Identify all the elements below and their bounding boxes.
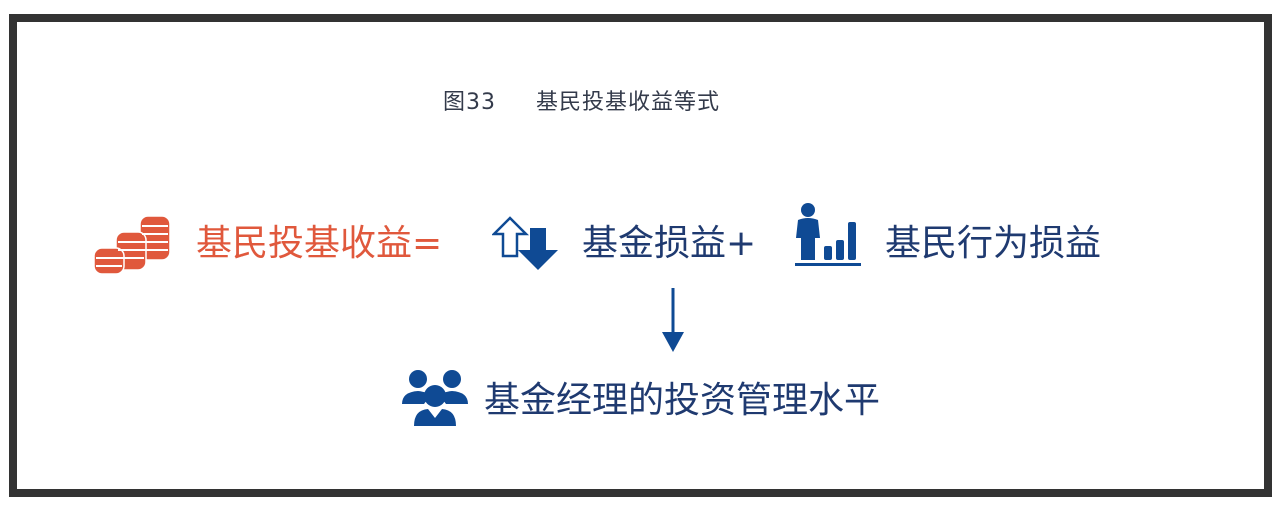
manager-skill-term: 基金经理的投资管理水平 [484, 362, 880, 432]
fund-return-label: 基金损益+ [582, 223, 757, 264]
behavior-return-term: 基民行为损益 [885, 205, 1101, 275]
arrow-down-icon [662, 288, 684, 352]
coins-stack-icon [93, 215, 171, 275]
team-icon [402, 370, 468, 426]
behavior-return-label: 基民行为损益 [885, 223, 1102, 264]
manager-label: 基金经理的投资管理水平 [484, 380, 881, 421]
fund-return-term: 基金损益+ [582, 205, 756, 275]
investor-return-label: 基民投基收益= [196, 223, 443, 264]
up-down-arrows-icon [492, 216, 558, 270]
figure-frame [9, 14, 1272, 497]
person-bar-chart-icon [795, 203, 861, 266]
figure-title: 图33 基民投基收益等式 [443, 90, 720, 115]
investor-return-term: 基民投基收益= [196, 205, 442, 275]
